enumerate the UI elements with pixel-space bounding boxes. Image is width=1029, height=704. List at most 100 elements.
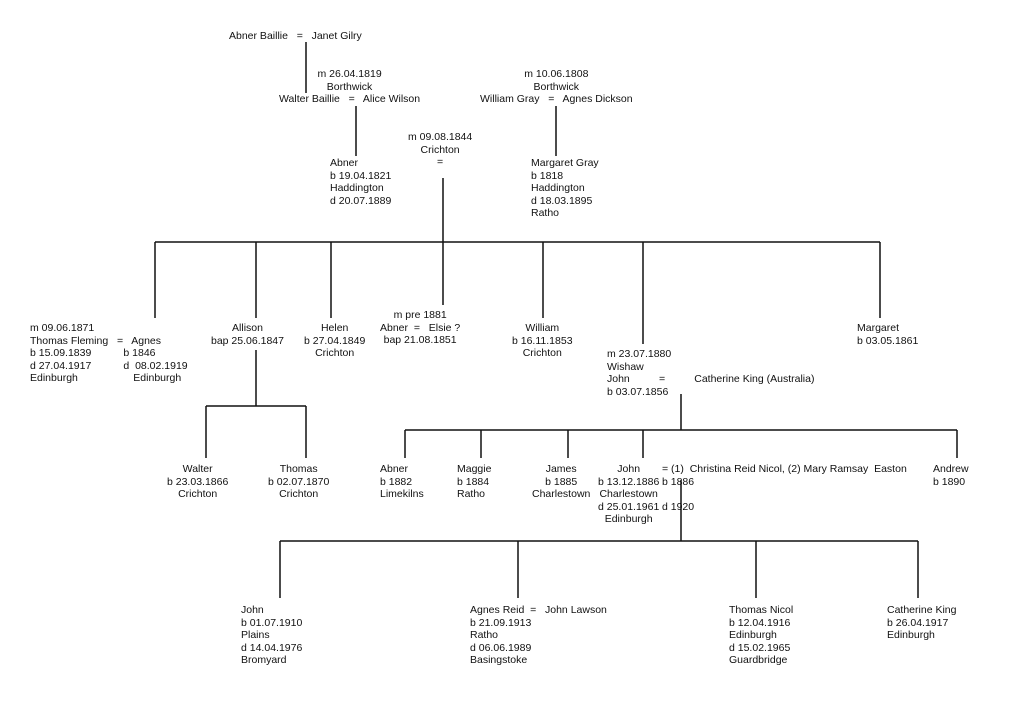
text-line: Edinburgh [604, 513, 653, 526]
text-line: d 06.06.1989 [470, 641, 532, 654]
text-line: Borthwick [326, 80, 373, 93]
text-line: Maggie [457, 463, 492, 475]
text-line: d 20.07.1889 [330, 194, 392, 207]
text-line: John [617, 463, 641, 475]
text-line: b 1818 [531, 169, 564, 182]
text-line: Wishaw [607, 360, 644, 373]
text-line: William Gray = Agnes Dickson [480, 93, 633, 106]
text-line: Limekilns [380, 488, 424, 501]
text-line: d 27.04.1917 d 08.02.1919 [30, 359, 188, 372]
text-line: d 25.01.1961 [598, 500, 660, 513]
text-line: m 10.06.1808 [524, 68, 589, 80]
text-line: Borthwick [533, 80, 580, 93]
text-line: Edinburgh [729, 629, 777, 642]
text-line: b 21.09.1913 [470, 616, 532, 629]
text-line: Andrew [933, 463, 969, 475]
text-line: b 1885 [545, 475, 578, 488]
text-line: d 15.02.1965 [729, 641, 791, 654]
text-line: Thomas [279, 463, 318, 475]
text-line: b 03.07.1856 [607, 385, 669, 398]
text-line: b 1890 [933, 475, 966, 488]
abner-baillie-janet-gilry: Abner Baillie = Janet Gilry [229, 30, 362, 43]
text-line: m pre 1881 [393, 309, 447, 321]
text-line: Crichton [420, 143, 460, 156]
text-line: Guardbridge [729, 654, 788, 667]
text-line: b 1882 [380, 475, 413, 488]
text-line: Margaret [857, 322, 900, 334]
text-line: Walter [182, 463, 213, 475]
text-line: Crichton [315, 347, 355, 360]
text-line: d 14.04.1976 [241, 641, 303, 654]
christina-nicol-mary-easton: = (1) Christina Reid Nicol, (2) Mary Ram… [662, 463, 907, 513]
text-line: b 1886 [662, 475, 695, 488]
text-line: b 26.04.1917 [887, 616, 949, 629]
text-line: Agnes Reid = John Lawson [470, 604, 607, 616]
text-line: Charlestown [532, 488, 591, 501]
text-line: Haddington [330, 182, 384, 195]
text-line: Ratho [531, 207, 560, 220]
text-line: Bromyard [241, 654, 287, 667]
text-line: = (1) Christina Reid Nicol, (2) Mary Ram… [662, 463, 907, 475]
text-line: Edinburgh Edinburgh [30, 372, 182, 385]
text-line: Abner [330, 157, 359, 169]
text-line: b 03.05.1861 [857, 334, 919, 347]
text-line: John [241, 604, 264, 616]
text-line: d 18.03.1895 [531, 194, 593, 207]
text-line: Charlestown [599, 488, 658, 501]
text-line: James [545, 463, 577, 475]
text-line: bap 25.06.1847 [211, 334, 284, 347]
text-line: Haddington [531, 182, 585, 195]
text-line: Ratho [470, 629, 499, 642]
text-line: Allison [232, 322, 263, 334]
text-line: b 27.04.1849 [304, 334, 366, 347]
text-line: Catherine King [887, 604, 957, 616]
text-line: b 01.07.1910 [241, 616, 303, 629]
text-line: m 09.08.1844 [408, 131, 473, 143]
text-line: b 13.12.1886 [598, 475, 660, 488]
text-line: Abner Baillie = Janet Gilry [229, 30, 362, 42]
text-line: John = Catherine King (Australia) [607, 373, 815, 386]
text-line: Thomas Nicol [729, 604, 794, 616]
text-line: Walter Baillie = Alice Wilson [279, 93, 421, 106]
text-line: Basingstoke [470, 654, 528, 667]
text-line: Plains [241, 629, 270, 642]
text-line: Abner = Elsie ? [380, 321, 461, 334]
text-line: William [525, 322, 560, 334]
text-line: Helen [320, 322, 349, 334]
text-line: bap 21.08.1851 [383, 334, 457, 347]
text-line: b 02.07.1870 [268, 475, 330, 488]
text-line: m 26.04.1819 [317, 68, 382, 80]
text-line: Ratho [457, 488, 486, 501]
text-line: Crichton [279, 488, 319, 501]
text-line: Abner [380, 463, 409, 475]
text-line: b 1884 [457, 475, 490, 488]
text-line: m 09.06.1871 [30, 322, 95, 334]
text-line: Thomas Fleming = Agnes [30, 334, 162, 347]
text-line: Edinburgh [887, 629, 935, 642]
text-line: b 15.09.1839 b 1846 [30, 347, 156, 360]
text-line: m 23.07.1880 [607, 348, 672, 360]
